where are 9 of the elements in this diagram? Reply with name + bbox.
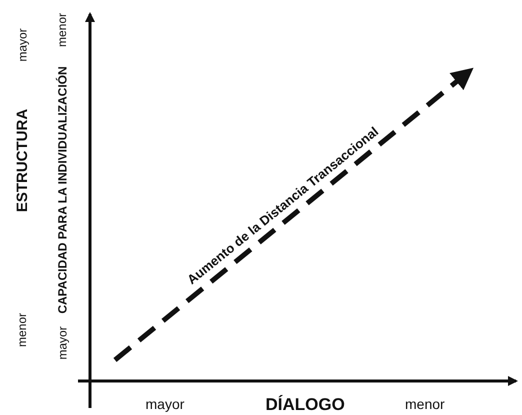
axis-title: ESTRUCTURA — [14, 108, 30, 212]
scale-label: mayor — [56, 326, 68, 360]
scale-label: menor — [16, 313, 28, 347]
scale-label: menor — [56, 13, 68, 47]
scale-label: menor — [405, 397, 445, 411]
axis-title: CAPACIDAD PARA LA INDIVIDUALIZACIÓN — [56, 66, 68, 314]
axis-title: DÍALOGO — [266, 396, 345, 412]
scale-label: mayor — [16, 28, 28, 62]
scale-label: mayor — [146, 397, 184, 411]
